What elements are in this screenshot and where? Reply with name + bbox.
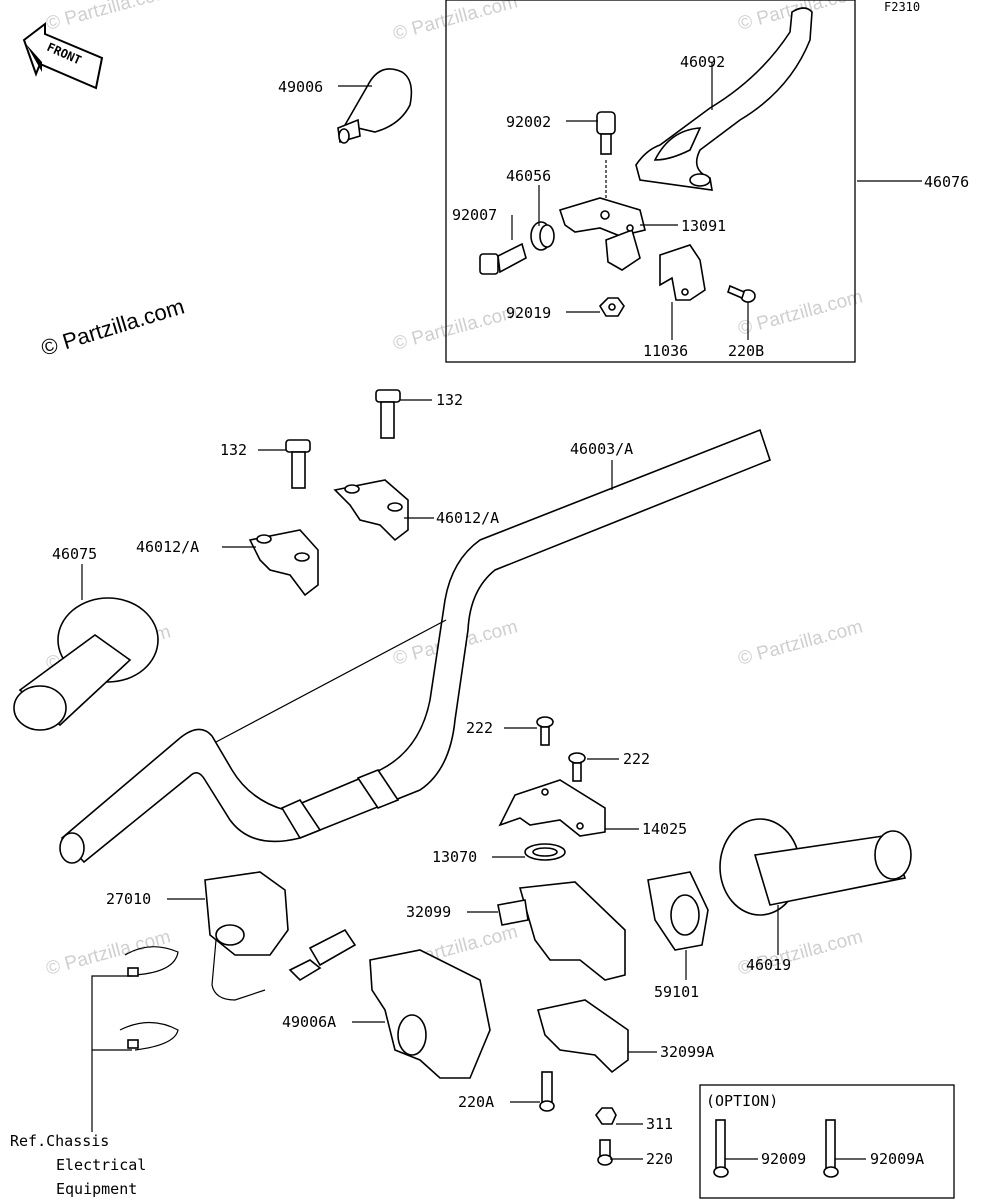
label-49006: 49006 <box>278 78 323 96</box>
part-132-bolt-upper[interactable] <box>375 389 401 439</box>
part-labels: 49006 46092 92002 46076 46056 92007 1309… <box>10 53 969 1198</box>
lever-assembly-box <box>445 0 856 363</box>
front-direction-arrow-icon: FRONT <box>22 21 104 90</box>
part-222-screw-left[interactable] <box>536 716 554 746</box>
label-13070: 13070 <box>432 848 477 866</box>
ref-label-line1: Ref.Chassis <box>10 1132 109 1150</box>
part-46012A-holder-upper[interactable] <box>333 479 409 542</box>
part-222-screw-right[interactable] <box>568 752 586 782</box>
part-92009A-bolt[interactable] <box>823 1119 839 1178</box>
label-46092: 46092 <box>680 53 725 71</box>
part-92002-bolt[interactable] <box>596 111 616 210</box>
part-46012A-holder-lower[interactable] <box>248 529 319 597</box>
label-46012A-upper: 46012/A <box>436 509 499 527</box>
label-14025: 14025 <box>642 820 687 838</box>
part-cable-tie-upper[interactable] <box>124 946 179 977</box>
part-92019-nut[interactable] <box>598 297 625 317</box>
watermark: © Partzilla.com <box>736 616 865 669</box>
part-46092-clutch-lever[interactable] <box>635 7 813 191</box>
part-13070-collar[interactable] <box>524 843 566 861</box>
watermark: © Partzilla.com <box>391 0 520 45</box>
label-46076: 46076 <box>924 173 969 191</box>
part-311-nut[interactable] <box>594 1107 617 1125</box>
label-46075: 46075 <box>52 545 97 563</box>
watermark: © Partzilla.com <box>391 301 520 354</box>
part-32099A-clamp[interactable] <box>536 999 629 1074</box>
label-46012A-lower: 46012/A <box>136 538 199 556</box>
part-49006A-cover[interactable] <box>369 949 491 1079</box>
label-222-right: 222 <box>623 750 650 768</box>
part-59101-throttle-pulley[interactable] <box>647 871 709 951</box>
label-59101: 59101 <box>654 983 699 1001</box>
part-49006-hand-guard[interactable] <box>337 68 413 144</box>
label-132-lower: 132 <box>220 441 247 459</box>
option-label: (OPTION) <box>706 1092 778 1110</box>
part-46003A-handlebar[interactable] <box>59 428 771 864</box>
label-311: 311 <box>646 1115 673 1133</box>
part-27010-switch[interactable] <box>204 871 357 1001</box>
watermark: © Partzilla.com <box>44 0 173 35</box>
part-11036-clamp[interactable] <box>659 244 706 301</box>
part-92009-bolt[interactable] <box>713 1119 729 1178</box>
diagram-code: F2310 <box>884 0 920 14</box>
part-92007-bolt[interactable] <box>479 242 527 275</box>
label-132-upper: 132 <box>436 391 463 409</box>
ref-label-line2: Electrical <box>56 1156 146 1174</box>
label-220A: 220A <box>458 1093 494 1111</box>
label-13091: 13091 <box>681 217 726 235</box>
part-220A-bolt[interactable] <box>539 1071 555 1112</box>
part-132-bolt-lower[interactable] <box>285 439 311 489</box>
label-92019: 92019 <box>506 304 551 322</box>
label-92009: 92009 <box>761 1150 806 1168</box>
label-92002: 92002 <box>506 113 551 131</box>
label-220B: 220B <box>728 342 764 360</box>
part-46075-left-grip[interactable] <box>13 597 159 731</box>
label-46019: 46019 <box>746 956 791 974</box>
leader-lines <box>81 62 922 1160</box>
part-46056-adjuster[interactable] <box>530 221 555 251</box>
ref-label-line3: Equipment <box>56 1180 137 1198</box>
part-13091-lever-holder[interactable] <box>558 197 646 271</box>
copyright-notice: © Partzilla.com <box>38 294 187 361</box>
label-32099A: 32099A <box>660 1043 714 1061</box>
label-32099: 32099 <box>406 903 451 921</box>
part-14025-cover[interactable] <box>498 779 606 837</box>
label-11036: 11036 <box>643 342 688 360</box>
label-49006A: 49006A <box>282 1013 336 1031</box>
label-222-left: 222 <box>466 719 493 737</box>
label-92007: 92007 <box>452 206 497 224</box>
label-220: 220 <box>646 1150 673 1168</box>
part-220B-screw[interactable] <box>727 284 756 303</box>
part-220-bolt[interactable] <box>597 1139 613 1166</box>
part-46019-right-grip[interactable] <box>719 818 912 916</box>
part-32099-throttle-housing[interactable] <box>497 881 626 981</box>
option-box <box>699 1084 955 1199</box>
part-cable-tie-lower[interactable] <box>119 1021 179 1051</box>
label-46056: 46056 <box>506 167 551 185</box>
label-46003A: 46003/A <box>570 440 633 458</box>
label-27010: 27010 <box>106 890 151 908</box>
label-92009A: 92009A <box>870 1150 924 1168</box>
